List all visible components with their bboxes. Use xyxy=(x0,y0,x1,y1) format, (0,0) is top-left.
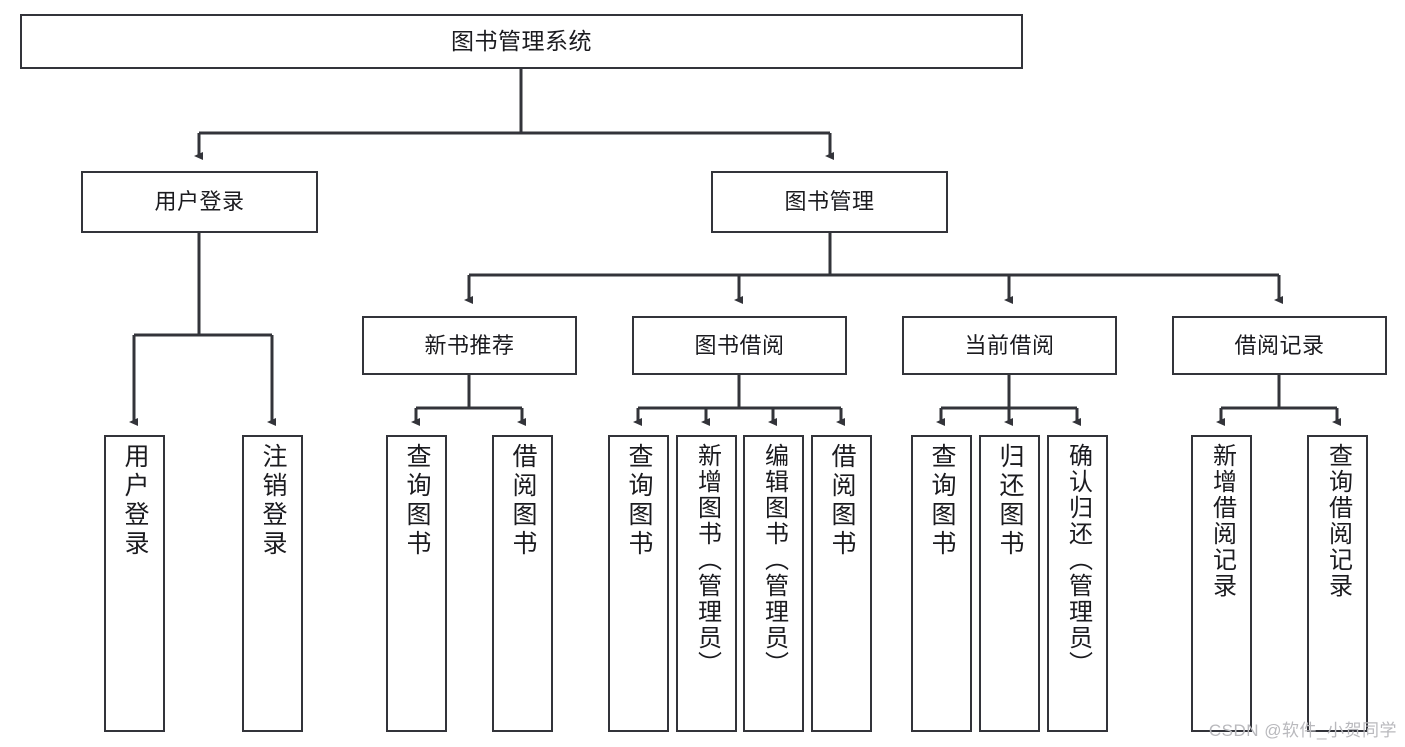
node-label: 借阅图书 xyxy=(828,443,856,559)
node-label: 当前借阅 xyxy=(964,332,1055,358)
node-user-login[interactable]: 用户登录 xyxy=(81,171,318,233)
node-leaf-query-book-current[interactable]: 查询图书 xyxy=(911,435,972,732)
node-label: 图书借阅 xyxy=(694,332,785,358)
node-label: 注销登录 xyxy=(259,443,287,559)
node-label: 用户登录 xyxy=(121,443,149,559)
node-root-book-management-system[interactable]: 图书管理系统 xyxy=(20,14,1023,69)
node-label: 新书推荐 xyxy=(424,332,515,358)
node-leaf-edit-book-admin[interactable]: 编辑图书（管理员） xyxy=(743,435,804,732)
node-label: 新增借阅记录 xyxy=(1208,443,1236,599)
node-label: 用户登录 xyxy=(154,189,245,215)
node-borrowing-record[interactable]: 借阅记录 xyxy=(1172,316,1387,375)
node-leaf-query-book-new[interactable]: 查询图书 xyxy=(386,435,447,732)
node-current-borrowing[interactable]: 当前借阅 xyxy=(902,316,1117,375)
node-new-book-recommendation[interactable]: 新书推荐 xyxy=(362,316,577,375)
node-leaf-user-login[interactable]: 用户登录 xyxy=(104,435,165,732)
node-label: 查询图书 xyxy=(403,443,431,559)
node-label: 新增图书（管理员） xyxy=(693,443,721,677)
node-label: 归还图书 xyxy=(996,443,1024,559)
node-label: 借阅图书 xyxy=(509,443,537,559)
node-label: 确认归还（管理员） xyxy=(1064,443,1092,677)
node-label: 查询借阅记录 xyxy=(1324,443,1352,599)
node-leaf-logout[interactable]: 注销登录 xyxy=(242,435,303,732)
node-label: 图书管理系统 xyxy=(451,27,592,54)
node-label: 查询图书 xyxy=(625,443,653,559)
node-leaf-query-borrow-record[interactable]: 查询借阅记录 xyxy=(1307,435,1368,732)
node-book-management[interactable]: 图书管理 xyxy=(711,171,948,233)
node-leaf-query-book-borrow[interactable]: 查询图书 xyxy=(608,435,669,732)
csdn-watermark: CSDN @软件_小贺同学 xyxy=(1208,721,1397,740)
node-leaf-add-book-admin[interactable]: 新增图书（管理员） xyxy=(676,435,737,732)
node-book-borrowing[interactable]: 图书借阅 xyxy=(632,316,847,375)
node-leaf-borrow-book-new[interactable]: 借阅图书 xyxy=(492,435,553,732)
node-leaf-return-book[interactable]: 归还图书 xyxy=(979,435,1040,732)
node-label: 查询图书 xyxy=(928,443,956,559)
node-label: 编辑图书（管理员） xyxy=(760,443,788,677)
node-label: 借阅记录 xyxy=(1234,332,1325,358)
node-leaf-add-borrow-record[interactable]: 新增借阅记录 xyxy=(1191,435,1252,732)
node-label: 图书管理 xyxy=(784,189,875,215)
node-leaf-confirm-return-admin[interactable]: 确认归还（管理员） xyxy=(1047,435,1108,732)
node-leaf-borrow-book[interactable]: 借阅图书 xyxy=(811,435,872,732)
